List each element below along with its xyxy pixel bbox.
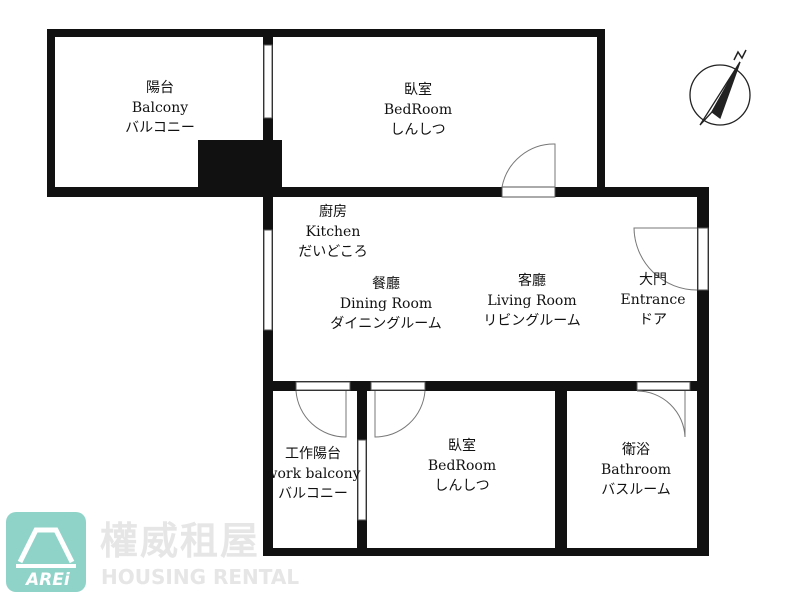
room-name-ja: リビングルーム [483,313,581,329]
logo-text: AREi [26,570,70,590]
room-name-ja: しんしつ [434,478,490,494]
door-swing [633,227,698,291]
door-opening [370,381,426,391]
room-name-zh: 大門 [638,272,667,288]
room-name-en: Balcony [131,100,189,116]
room-name-en: Kitchen [305,224,361,240]
room-name-zh: 餐廳 [372,276,400,292]
door-swing [636,390,686,438]
room-name-ja: ドア [638,312,667,328]
door-swings [295,143,698,438]
door-opening [295,381,351,391]
room-label-entrance: 大門 Entrance ドア [620,270,685,330]
north-arrow-icon [689,49,751,126]
watermark-name-zh: 權威租屋 [100,519,261,563]
room-name-zh: 廚房 [319,204,347,220]
room-name-zh: 客廳 [518,273,546,289]
window [263,229,273,331]
window [357,439,367,521]
door-swing [501,143,556,188]
room-label-balcony: 陽台 Balcony バルコニー [125,78,195,138]
door-swing [374,390,426,438]
room-name-ja: バスルーム [601,482,671,498]
room-name-en: work balcony [265,466,361,482]
door-swing [295,390,347,438]
room-name-en: Dining Room [339,296,433,312]
room-label-bedroom-2: 臥室 BedRoom しんしつ [428,436,496,496]
door-opening [636,381,691,391]
room-name-ja: だいどころ [298,244,368,260]
door-opening [501,186,556,198]
room-name-zh: 臥室 [404,82,432,98]
room-name-ja: しんしつ [390,122,446,138]
windows-and-openings [263,44,709,521]
room-label-living: 客廳 Living Room リビングルーム [483,271,581,331]
room-name-en: BedRoom [427,458,497,474]
room-label-bedroom: 臥室 BedRoom しんしつ [384,80,452,140]
room-name-en: Entrance [620,292,686,308]
window [263,44,273,119]
room-name-ja: ダイニングルーム [330,316,442,332]
window [697,227,709,291]
room-label-dining: 餐廳 Dining Room ダイニングルーム [330,274,442,334]
room-name-en: Bathroom [600,462,672,478]
room-name-ja: バルコニー [125,120,195,136]
room-name-zh: 工作陽台 [285,446,341,462]
room-name-zh: 臥室 [448,438,476,454]
house-icon [16,527,76,568]
room-label-kitchen: 廚房 Kitchen だいどころ [298,202,368,262]
room-name-en: Living Room [487,293,577,309]
room-name-en: BedRoom [383,102,453,118]
room-name-zh: 衛浴 [621,442,650,458]
room-name-ja: バルコニー [278,486,348,502]
room-name-zh: 陽台 [145,80,174,96]
room-label-work-balcony: 工作陽台 work balcony バルコニー [265,444,360,504]
watermark-logo: AREi [6,512,86,592]
room-label-bathroom: 衛浴 Bathroom バスルーム [601,440,671,500]
watermark-name-en: HOUSING RENTAL [101,565,300,589]
